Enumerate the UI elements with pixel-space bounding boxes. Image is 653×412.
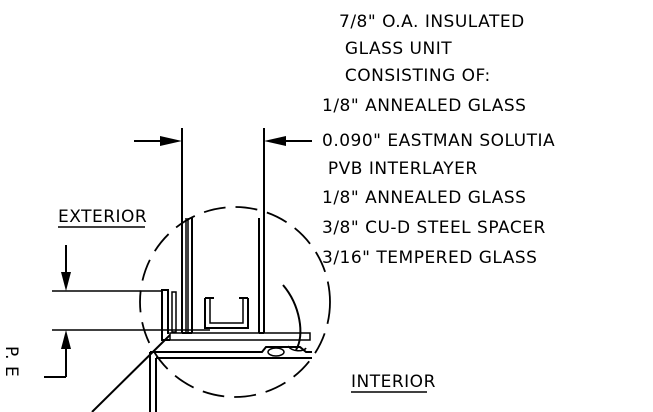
- spec-line-3: CONSISTING OF:: [339, 66, 491, 86]
- cut-label-bottom: E: [1, 366, 21, 377]
- spec-line-5: 0.090" EASTMAN SOLUTIA: [322, 131, 555, 151]
- spec-line-8: 3/8" CU-D STEEL SPACER: [322, 218, 546, 238]
- interior-gasket: [282, 284, 302, 351]
- steel-spacer: [204, 298, 249, 329]
- bite-dimension: [44, 245, 210, 378]
- note-leader: [91, 334, 171, 412]
- spec-note: 7/8" O.A. INSULATED GLASS UNIT CONSISTIN…: [322, 12, 555, 268]
- interior-label: INTERIOR: [351, 372, 436, 392]
- exterior-label: EXTERIOR: [58, 207, 147, 227]
- cut-label-top: P.: [1, 346, 21, 360]
- glazing-tape: [171, 291, 177, 333]
- spec-line-1: 7/8" O.A. INSULATED: [339, 12, 525, 32]
- frame-sill: [150, 346, 312, 353]
- spec-line-7: 1/8" ANNEALED GLASS: [322, 188, 526, 208]
- detail-circle: [139, 206, 331, 398]
- frame-stop: [161, 289, 170, 341]
- dim-arrow-right: [264, 136, 286, 146]
- overall-dimension: [134, 128, 312, 245]
- gasket-bulb: [267, 347, 285, 357]
- bite-arrow-bottom: [61, 330, 71, 349]
- spec-line-2: GLASS UNIT: [339, 39, 452, 59]
- glazing-assembly: [149, 218, 312, 412]
- bite-arrow-top: [61, 272, 71, 291]
- setting-block: [169, 332, 311, 341]
- steel-spacer-inner: [209, 298, 244, 324]
- spec-line-4: 1/8" ANNEALED GLASS: [322, 96, 526, 116]
- spec-line-9: 3/16" TEMPERED GLASS: [322, 248, 537, 268]
- dim-arrow-left: [160, 136, 182, 146]
- spec-line-6: PVB INTERLAYER: [322, 159, 478, 179]
- gasket-tail: [287, 345, 307, 352]
